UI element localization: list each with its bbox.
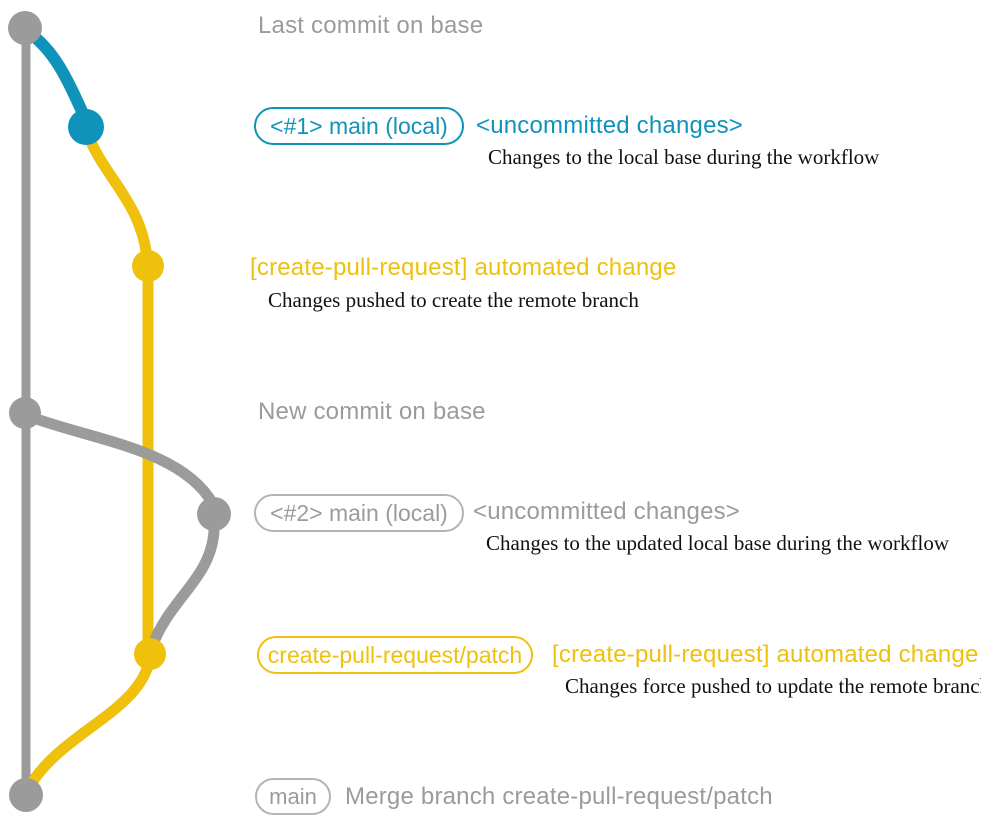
force-push-update-line [146, 525, 220, 653]
branch-badge-create-pull-request-patch: create-pull-request/patch [257, 636, 533, 674]
status-uncommitted-changes-1: <uncommitted changes> [476, 112, 744, 139]
note-push-create-remote: Changes pushed to create the remote bran… [268, 288, 639, 312]
commit-dot-last-base [8, 11, 42, 45]
commit-dot-merge [9, 778, 43, 812]
commit-dot-automated-1 [132, 250, 164, 282]
note-updated-local-base-changes: Changes to the updated local base during… [486, 531, 950, 555]
main-local-branch-2-line [22, 410, 219, 510]
label-last-commit-on-base: Last commit on base [258, 12, 484, 39]
commit-dot-new-base [9, 397, 41, 429]
note-force-push-update-remote: Changes force pushed to update the remot… [565, 674, 981, 698]
commit-dot-main-local-2 [197, 497, 231, 531]
branch-badge-main: main [255, 778, 331, 815]
label-new-commit-on-base: New commit on base [258, 398, 486, 425]
main-local-branch-1-line [21, 25, 91, 124]
commit-message-automated-2: [create-pull-request] automated change [552, 641, 979, 668]
patch-branch-create-line [81, 126, 153, 264]
commit-message-merge: Merge branch create-pull-request/patch [345, 783, 773, 810]
status-uncommitted-changes-2: <uncommitted changes> [473, 498, 741, 525]
merge-patch-line [21, 656, 155, 797]
note-local-base-changes: Changes to the local base during the wor… [488, 145, 880, 169]
commit-dot-main-local-1 [68, 109, 104, 145]
commit-dot-automated-2 [134, 638, 166, 670]
commit-message-automated-1: [create-pull-request] automated change [250, 254, 677, 281]
branch-badge-main-local-2: <#2> main (local) [254, 494, 464, 532]
branch-badge-main-local-1: <#1> main (local) [254, 107, 464, 145]
